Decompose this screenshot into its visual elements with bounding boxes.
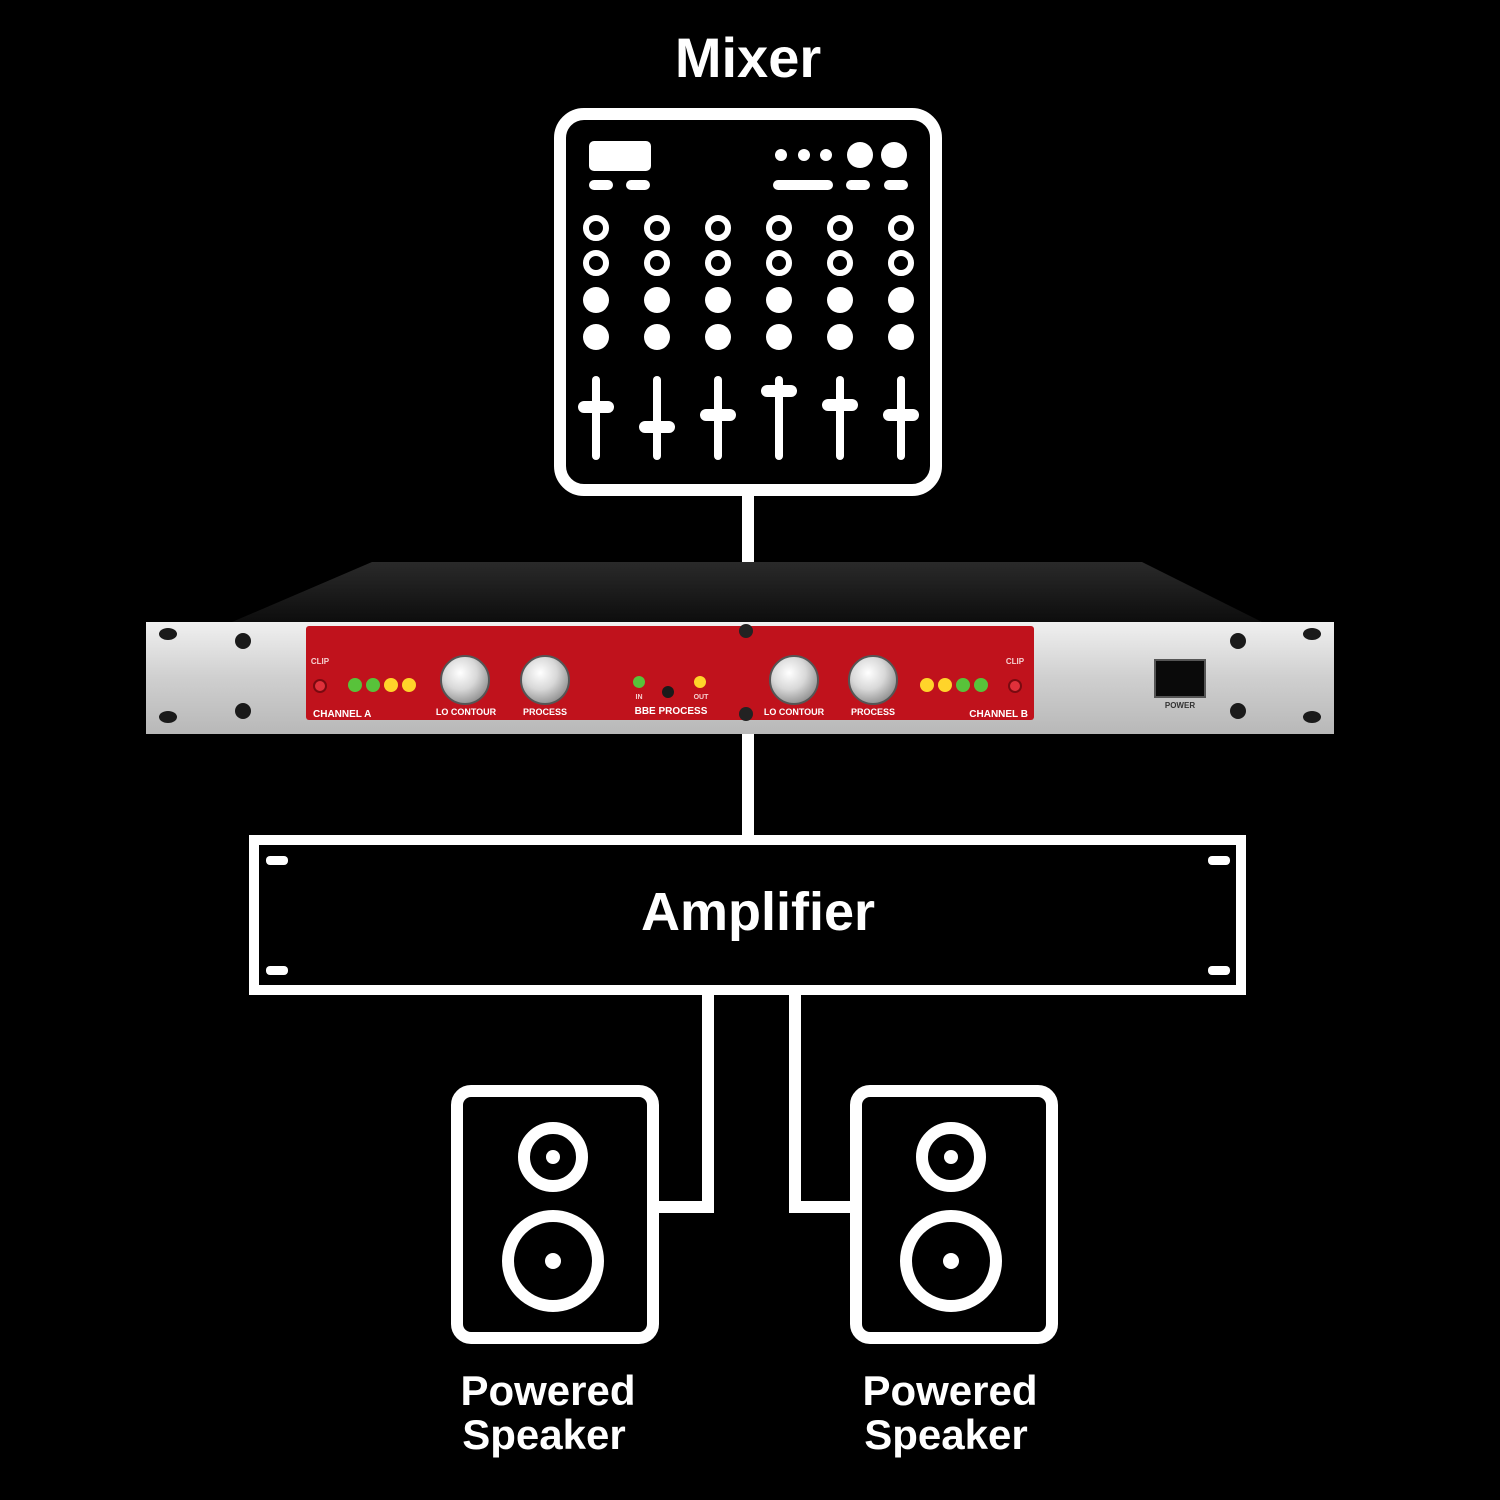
amplifier-label: Amplifier — [641, 882, 875, 942]
processor-red-panel — [306, 626, 1034, 720]
mixer-channel-strips — [583, 215, 914, 276]
out-led — [694, 676, 706, 688]
processor-unit: CLIP CHANNEL A LO CONTOUR PROCESS IN OUT… — [146, 562, 1334, 734]
clip-label-a: CLIP — [311, 657, 330, 666]
processor-top-case — [232, 562, 1262, 622]
mixer-icon — [554, 108, 942, 496]
speaker-right-label-line2: Speaker — [864, 1411, 1027, 1458]
mixer-label: Mixer — [675, 26, 821, 89]
power-label: POWER — [1165, 701, 1195, 710]
process-label-a: PROCESS — [523, 707, 567, 717]
process-knob-a[interactable] — [520, 655, 570, 705]
edge-amplifier-to-speaker-right — [789, 990, 856, 1213]
edge-amplifier-to-speaker-left — [655, 990, 714, 1213]
channel-a-label: CHANNEL A — [313, 709, 371, 720]
speaker-right-icon — [850, 1085, 1058, 1344]
process-label-b: PROCESS — [851, 707, 895, 717]
bypass-button[interactable] — [662, 686, 674, 698]
connector-lines — [655, 494, 856, 1213]
in-label: IN — [636, 694, 643, 701]
speaker-right-label-line1: Powered — [862, 1367, 1037, 1414]
lo-contour-knob-a[interactable] — [440, 655, 490, 705]
clip-led-a — [313, 679, 327, 693]
speaker-left-label-line2: Speaker — [462, 1411, 625, 1458]
mixer-faders — [578, 376, 919, 460]
rack-screws — [159, 628, 1321, 723]
clip-led-b — [1008, 679, 1022, 693]
out-label: OUT — [694, 694, 710, 701]
process-knob-b[interactable] — [848, 655, 898, 705]
lo-contour-knob-b[interactable] — [769, 655, 819, 705]
in-led — [633, 676, 645, 688]
speaker-left-label-line1: Powered — [460, 1367, 635, 1414]
center-process-label: BBE PROCESS — [635, 706, 708, 717]
channel-b-label: CHANNEL B — [969, 709, 1028, 720]
lo-contour-label-a: LO CONTOUR — [436, 707, 497, 717]
mixer-display — [589, 141, 651, 171]
lo-contour-label-b: LO CONTOUR — [764, 707, 825, 717]
level-leds-b — [920, 678, 988, 692]
amplifier-icon — [249, 835, 1246, 995]
speaker-left-icon — [451, 1085, 659, 1344]
power-switch[interactable] — [1154, 659, 1206, 698]
clip-label-b: CLIP — [1006, 657, 1025, 666]
level-leds-a — [348, 678, 416, 692]
